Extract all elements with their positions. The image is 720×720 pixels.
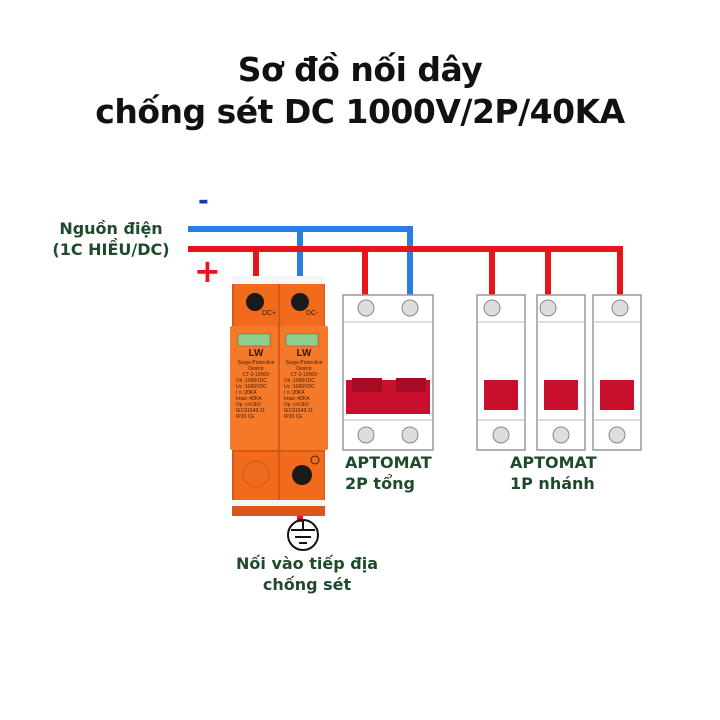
label-line: APTOMAT <box>510 453 597 472</box>
label-line: 1P nhánh <box>510 474 595 493</box>
ce-mark: CE <box>247 414 255 420</box>
title-line1: Sơ đồ nối dây <box>237 50 483 89</box>
surge-protector <box>230 276 328 516</box>
spec: Un :1000VDC <box>284 378 315 384</box>
label-line: Nối vào tiếp địa <box>236 554 378 573</box>
title-line2: chống sét DC 1000V/2P/40KA <box>95 92 625 131</box>
spec: Uc :1060VDC <box>284 384 315 390</box>
spec: I n :20KA <box>236 390 257 396</box>
terminal-dc-minus: DC- <box>306 310 319 317</box>
source-line2: (1C HIỀU/DC) <box>52 240 170 259</box>
main-breaker-label: APTOMAT 2P tổng <box>345 452 432 494</box>
negative-wire <box>188 226 413 300</box>
ce-mark: CE <box>295 414 303 420</box>
standard: IEC61643-11 <box>236 408 266 414</box>
spd-type: Surge Protective Device <box>285 360 323 372</box>
ip-rating: IP20 <box>236 414 247 420</box>
spd-module-right-label: LW Surge Protective Device CT-2-1000V Un… <box>280 348 328 420</box>
spec: Up :<4.0kV <box>284 402 309 408</box>
label-line: APTOMAT <box>345 453 432 472</box>
spd-model: CT-2-1000V <box>290 372 318 378</box>
power-source-label: Nguồn điện (1C HIỀU/DC) <box>36 218 186 260</box>
minus-sign: - <box>198 186 209 216</box>
brand-logo: LW <box>296 348 312 359</box>
plus-sign: + <box>194 252 221 290</box>
spec: Imax :40KA <box>284 396 310 402</box>
branch-breaker-label: APTOMAT 1P nhánh <box>510 452 597 494</box>
ground-icon <box>287 519 319 551</box>
label-line: 2P tổng <box>345 474 415 493</box>
standard: IEC61643-11 <box>284 408 314 414</box>
ground-label: Nối vào tiếp địa chống sét <box>207 553 407 595</box>
source-line1: Nguồn điện <box>59 219 163 238</box>
spec: Un :1000VDC <box>236 378 267 384</box>
brand-logo: LW <box>248 348 264 359</box>
ip-rating: IP20 <box>284 414 295 420</box>
spec: Imax :40KA <box>236 396 262 402</box>
spd-type: Surge Protective Device <box>237 360 275 372</box>
terminal-dc-plus: DC+ <box>262 310 277 317</box>
spec: Up :<4.0kV <box>236 402 261 408</box>
spd-model: CT-2-1000V <box>242 372 270 378</box>
breaker-2p <box>342 294 434 451</box>
breaker-1p-2 <box>536 294 586 451</box>
label-line: chống sét <box>262 575 352 594</box>
spec: I n :20KA <box>284 390 305 396</box>
spec: Uc :1060VDC <box>236 384 267 390</box>
breaker-1p-3 <box>592 294 642 451</box>
breaker-1p-1 <box>476 294 526 451</box>
spd-module-left-label: LW Surge Protective Device CT-2-1000V Un… <box>232 348 280 420</box>
